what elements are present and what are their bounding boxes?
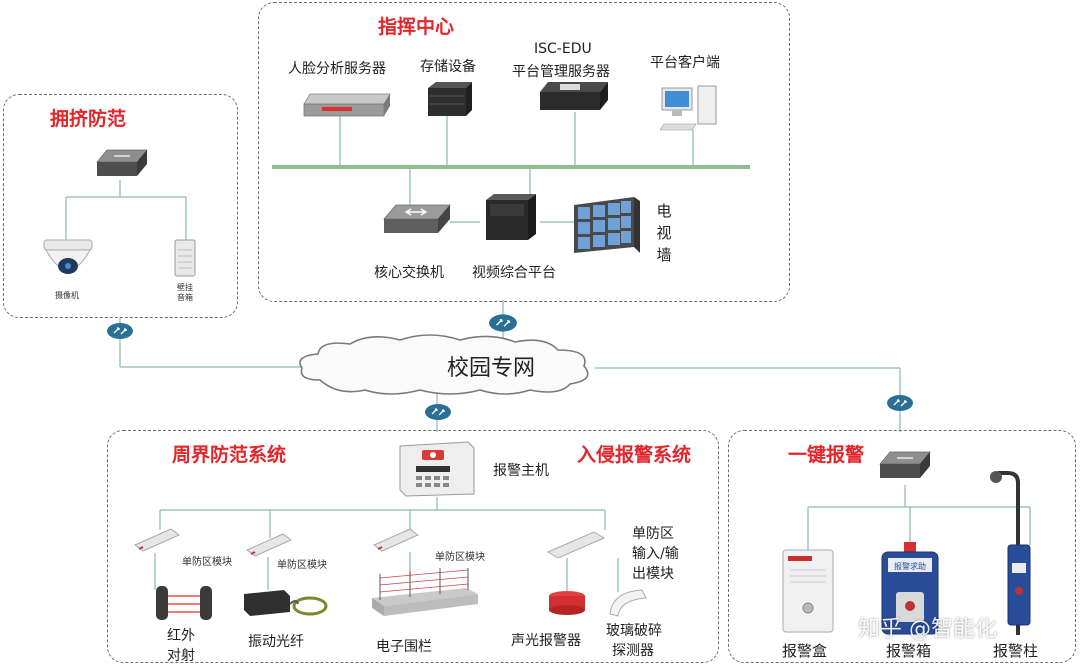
- speaker-label-line1: 壁挂: [177, 283, 193, 292]
- crowd-box: [3, 94, 238, 318]
- router-icon: [887, 395, 913, 411]
- campus-network-label: 校园专网: [447, 356, 536, 381]
- router-icon: [489, 314, 517, 332]
- zone-module-label: 单防区模块: [435, 552, 485, 563]
- alarm-pillar-label: 报警柱: [993, 642, 1039, 660]
- zone-module-icon: [373, 528, 419, 552]
- alarm-cabinet-label: 报警箱: [886, 642, 932, 660]
- perimeter-title: 周界防范系统: [172, 444, 287, 466]
- crowd-switch-icon: [96, 149, 148, 176]
- router-icon: [107, 323, 133, 339]
- dome-camera-icon: [43, 239, 93, 274]
- infrared-beam-icon: [156, 586, 212, 620]
- zone-module-label: 单防区模块: [182, 557, 232, 568]
- zone-module-icon: [246, 533, 292, 557]
- alarm-cabinet-icon: 报警求助: [881, 542, 939, 635]
- isc-server-icon: [540, 82, 608, 110]
- onekey-switch-icon: [879, 451, 931, 478]
- core-switch-icon: [383, 204, 451, 233]
- siren-icon: [549, 591, 585, 615]
- vibration-fiber-label: 振动光纤: [248, 634, 304, 650]
- watermark: 知乎 @智能化: [858, 617, 997, 642]
- face-server-label: 人脸分析服务器: [288, 61, 386, 77]
- vibration-fiber-icon: [244, 590, 328, 616]
- onekey-box: [728, 430, 1076, 663]
- crowd-title: 拥挤防范: [50, 108, 127, 130]
- glass-break-detector-icon: [609, 589, 647, 617]
- command-center-box: [258, 2, 790, 302]
- io-module-label-line3: 出模块: [632, 566, 674, 582]
- perimeter-box: [107, 430, 719, 663]
- video-platform-icon: [486, 194, 536, 240]
- io-module-label-line1: 单防区: [632, 526, 674, 542]
- router-icon: [425, 404, 451, 420]
- svg-text:报警求助: 报警求助: [894, 561, 926, 571]
- zone-module-icon: [134, 528, 180, 552]
- intrusion-title: 入侵报警系统: [577, 444, 692, 466]
- electric-fence-label: 电子围栏: [376, 639, 432, 655]
- command-center-title: 指挥中心: [378, 16, 455, 38]
- zone-module-label: 单防区模块: [277, 560, 327, 571]
- alarm-box-label: 报警盒: [782, 642, 828, 660]
- face-server-icon: [303, 93, 391, 117]
- tv-wall-label: 电视墙: [656, 202, 672, 264]
- video-platform-label: 视频综合平台: [472, 265, 556, 281]
- camera-label: 摄像机: [55, 291, 79, 300]
- glass-break-label-line1: 玻璃破碎: [606, 623, 662, 639]
- infrared-label-line1: 红外: [167, 628, 195, 644]
- alarm-host-label: 报警主机: [493, 463, 549, 479]
- io-module-icon: [546, 531, 606, 559]
- wall-speaker-icon: [174, 239, 196, 277]
- tv-wall-icon: [574, 197, 640, 253]
- client-label: 平台客户端: [650, 55, 720, 71]
- alarm-box-icon: [782, 549, 834, 633]
- speaker-label-line2: 音箱: [177, 293, 193, 302]
- isc-label-line2: 平台管理服务器: [512, 64, 610, 80]
- onekey-title: 一键报警: [788, 444, 865, 466]
- electric-fence-icon: [372, 568, 478, 616]
- alarm-pillar-icon: [990, 471, 1031, 635]
- siren-label: 声光报警器: [511, 633, 581, 649]
- alarm-host-icon: [399, 441, 475, 497]
- client-pc-icon: [660, 85, 717, 131]
- glass-break-label-line2: 探测器: [612, 643, 654, 659]
- isc-label-line1: ISC-EDU: [534, 41, 592, 57]
- storage-icon: [428, 82, 472, 116]
- campus-network-cloud: [299, 334, 589, 395]
- core-switch-label: 核心交换机: [374, 265, 444, 281]
- io-module-label-line2: 输入/输: [632, 546, 679, 562]
- storage-label: 存储设备: [420, 59, 476, 75]
- infrared-label-line2: 对射: [167, 648, 195, 664]
